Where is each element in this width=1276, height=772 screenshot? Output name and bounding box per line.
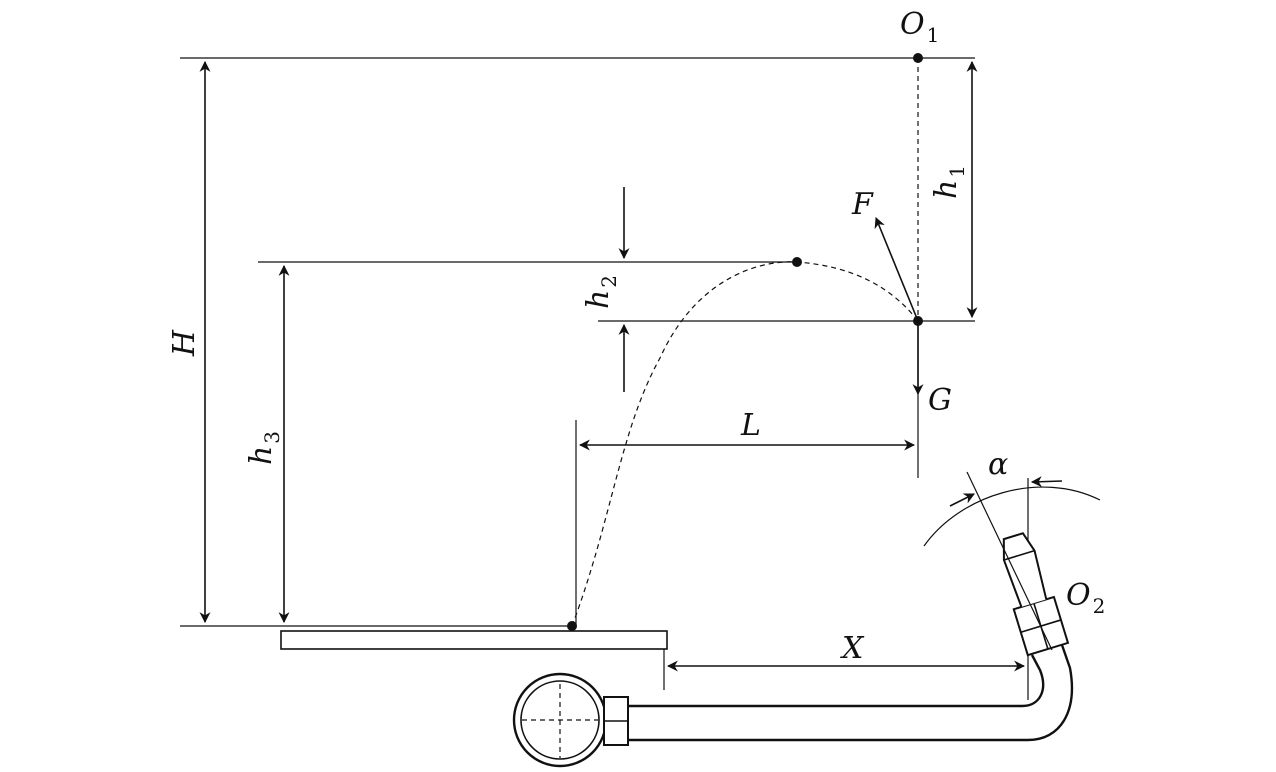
trajectory-curve bbox=[571, 261, 919, 627]
label-L: L bbox=[740, 408, 761, 443]
alpha-arrow-right bbox=[1030, 476, 1063, 488]
point-release bbox=[913, 316, 923, 326]
pipe-inner bbox=[628, 654, 1045, 708]
label-G: G bbox=[928, 383, 952, 418]
platform-plate bbox=[280, 630, 668, 650]
label-h2: h2 bbox=[581, 275, 621, 309]
label-X: X bbox=[840, 631, 865, 666]
angle-alpha-arc bbox=[923, 486, 1101, 547]
pipe-outer bbox=[628, 644, 1074, 742]
point-apex bbox=[792, 257, 802, 267]
nozzle-head bbox=[1002, 532, 1070, 657]
label-alpha: α bbox=[988, 447, 1008, 482]
nozzle-axis-line bbox=[966, 471, 1053, 651]
gauge-inner-ring bbox=[520, 680, 600, 760]
label-h3: h3 bbox=[244, 431, 284, 465]
label-H: H bbox=[167, 329, 202, 357]
nozzle-assembly bbox=[512, 471, 1074, 768]
point-landing bbox=[567, 621, 577, 631]
alpha-arrow-left bbox=[949, 493, 975, 507]
point-O1 bbox=[913, 53, 923, 63]
force-F-arrow bbox=[874, 216, 919, 322]
label-F: F bbox=[851, 187, 874, 222]
label-h1: h1 bbox=[929, 165, 969, 199]
